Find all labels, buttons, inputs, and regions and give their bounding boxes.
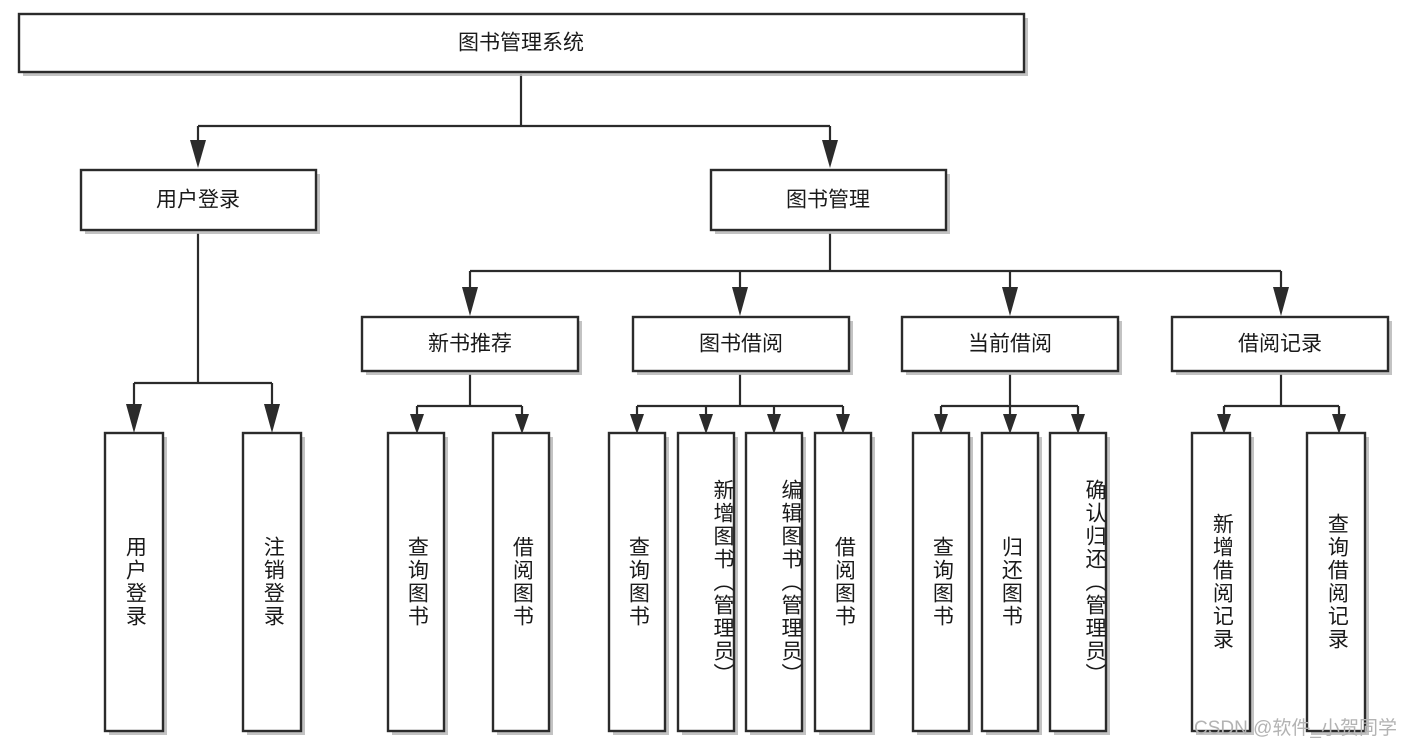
- leaf-box-borrow-book-2[interactable]: [813, 431, 875, 735]
- leaf-box-query-book-2[interactable]: [607, 431, 669, 735]
- leaf-box-add-record[interactable]: [1190, 431, 1254, 735]
- leaf-box-user-login[interactable]: [103, 431, 167, 735]
- node-book-borrow-label: 图书借阅: [699, 333, 783, 356]
- leaf-box-edit-book[interactable]: [744, 431, 806, 735]
- connector-currentborrow-to-leaves: [934, 374, 1085, 434]
- node-new-book-recommend-label: 新书推荐: [428, 333, 512, 356]
- node-book-management-label: 图书管理: [786, 189, 870, 212]
- leaf-box-confirm-return[interactable]: [1048, 431, 1110, 735]
- connector-bookmgmt-to-level3: [462, 233, 1289, 316]
- leaf-box-query-book-3[interactable]: [911, 431, 973, 735]
- node-current-borrow[interactable]: 当前借阅: [900, 315, 1122, 375]
- node-book-management[interactable]: 图书管理: [709, 168, 950, 234]
- node-borrow-record[interactable]: 借阅记录: [1170, 315, 1392, 375]
- node-current-borrow-label: 当前借阅: [968, 333, 1052, 356]
- node-book-borrow[interactable]: 图书借阅: [631, 315, 853, 375]
- node-borrow-record-label: 借阅记录: [1238, 333, 1322, 356]
- connector-newbook-to-leaves: [410, 374, 529, 434]
- node-root-label: 图书管理系统: [458, 32, 584, 55]
- node-user-login-label: 用户登录: [156, 189, 240, 212]
- connector-bookborrow-to-leaves: [630, 374, 850, 434]
- node-new-book-recommend[interactable]: 新书推荐: [360, 315, 582, 375]
- csdn-watermark: CSDN @软件_小贺同学: [1194, 718, 1397, 739]
- leaf-box-borrow-book-1[interactable]: [491, 431, 553, 735]
- leaf-box-add-book[interactable]: [676, 431, 738, 735]
- node-user-login[interactable]: 用户登录: [79, 168, 320, 234]
- leaf-box-user-logout[interactable]: [241, 431, 305, 735]
- leaf-box-query-book-1[interactable]: [386, 431, 448, 735]
- connector-userlogin-to-leaves: [126, 233, 280, 433]
- leaf-box-return-book[interactable]: [980, 431, 1042, 735]
- connector-root-to-level2: [190, 74, 838, 168]
- connector-borrowrecord-to-leaves: [1217, 374, 1346, 434]
- leaf-box-query-record[interactable]: [1305, 431, 1369, 735]
- node-root[interactable]: 图书管理系统: [17, 12, 1028, 76]
